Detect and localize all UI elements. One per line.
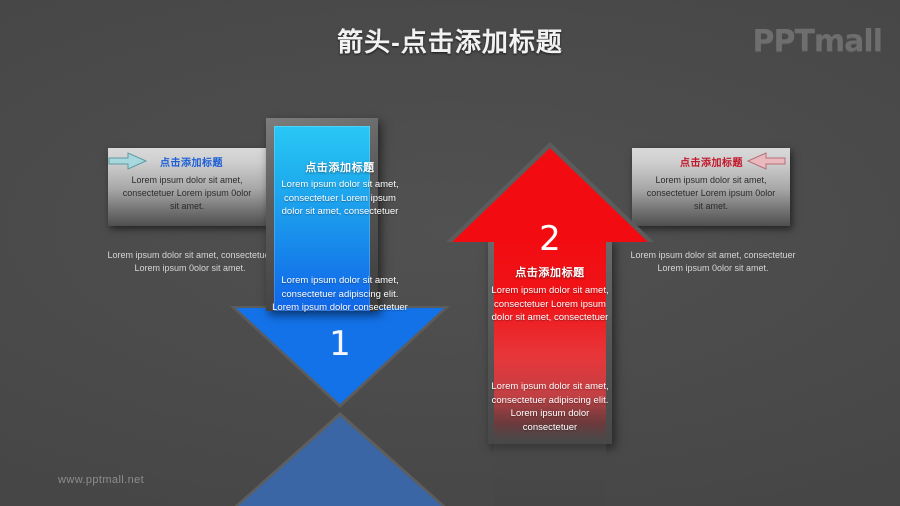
right-box-body: Lorem ipsum dolor sit amet, consectetuer… (646, 175, 776, 211)
blue-arrow-body-top: Lorem ipsum dolor sit amet, consectetuer… (281, 179, 399, 217)
arrow-right-icon (108, 152, 148, 170)
right-caption-box[interactable]: 点击添加标题 Lorem ipsum dolor sit amet, conse… (632, 148, 790, 226)
page-title: 箭头-点击添加标题 (337, 27, 563, 57)
blue-arrow-shaft (274, 126, 370, 311)
right-box-header: 点击添加标题 (632, 148, 790, 174)
arrow-left-icon (746, 152, 786, 170)
site-watermark: www.pptmall.net (58, 474, 145, 486)
left-box-title: 点击添加标题 (160, 158, 223, 169)
pptmall-logo: PPTmall (752, 24, 883, 59)
red-arrow-head (452, 148, 648, 242)
blue-arrow-title: 点击添加标题 (305, 162, 375, 174)
right-box-subtext: Lorem ipsum dolor sit amet, consectetuer… (630, 250, 796, 273)
right-box-title: 点击添加标题 (680, 158, 743, 169)
blue-arrow-body-bottom: Lorem ipsum dolor sit amet, consectetuer… (272, 275, 408, 313)
left-box-subtext: Lorem ipsum dolor sit amet, consectetuer… (107, 250, 273, 273)
blue-down-arrow[interactable]: 1 点击添加标题 Lorem ipsum dolor sit amet, con… (230, 118, 450, 506)
left-caption-box[interactable]: 点击添加标题 Lorem ipsum dolor sit amet, conse… (108, 148, 266, 226)
left-box-body: Lorem ipsum dolor sit amet, consectetuer… (122, 175, 252, 211)
red-arrow-body-bottom: Lorem ipsum dolor sit amet, consectetuer… (491, 381, 609, 433)
blue-arrow-number: 1 (329, 324, 351, 364)
red-arrow-number: 2 (539, 219, 561, 259)
red-arrow-body-top: Lorem ipsum dolor sit amet, consectetuer… (491, 285, 609, 323)
red-up-arrow[interactable]: 2 点击添加标题 Lorem ipsum dolor sit amet, con… (446, 142, 654, 506)
left-box-header: 点击添加标题 (108, 148, 266, 174)
blue-arrow-head (236, 308, 444, 404)
blue-arrow-reflection-head (236, 416, 444, 506)
red-arrow-title: 点击添加标题 (515, 267, 585, 279)
red-arrow-fade-overlay (494, 394, 606, 506)
